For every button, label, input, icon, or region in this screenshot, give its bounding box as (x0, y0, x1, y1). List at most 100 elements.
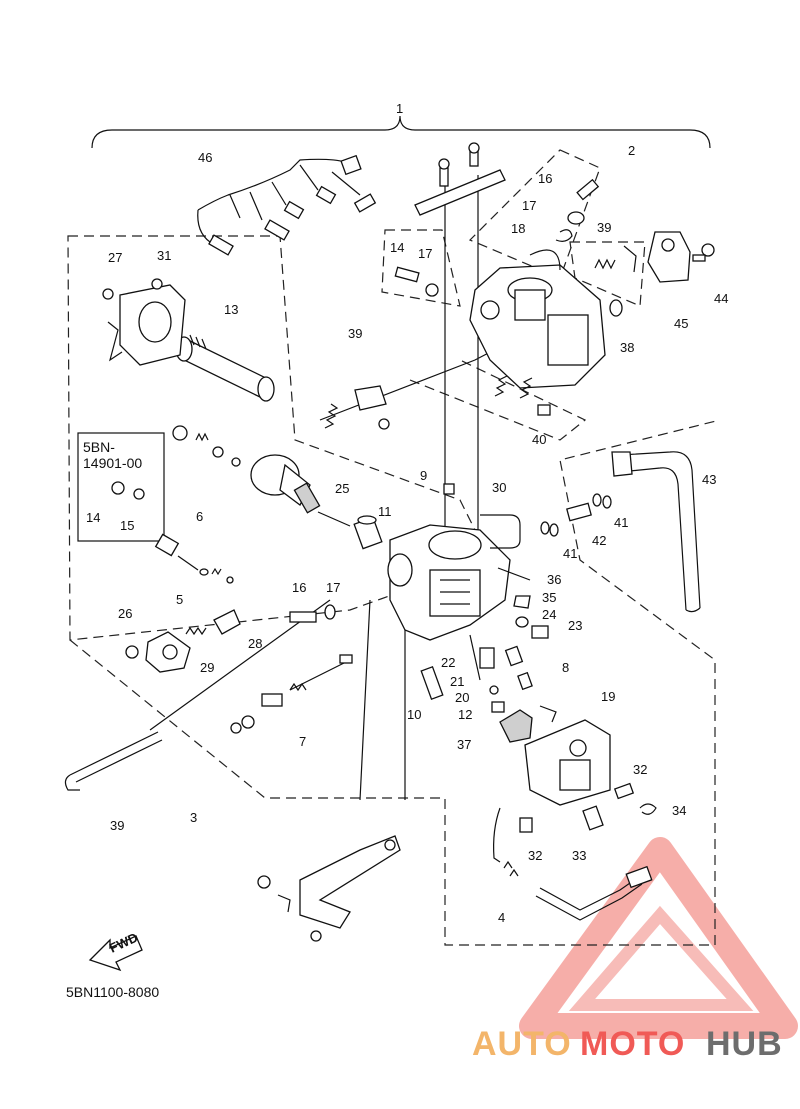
kit-box (77, 432, 165, 542)
needle-5 (154, 533, 234, 584)
callout-22: 22 (441, 655, 455, 670)
cover-19 (524, 719, 611, 806)
callout-34: 34 (672, 803, 686, 818)
intake-13 (175, 334, 275, 402)
leader-lines (149, 175, 591, 801)
oring-38 (609, 299, 623, 317)
callout-5: 5 (176, 592, 183, 607)
svg-text:AUTO: AUTO (472, 1025, 572, 1063)
watermark-text: AUTO MOTO HUB (472, 1025, 783, 1063)
callout-6: 6 (196, 509, 203, 524)
cover-31 (102, 278, 186, 366)
callout-12: 12 (458, 707, 472, 722)
callout-16b: 16 (292, 580, 306, 595)
group-14-17-boundary (381, 229, 461, 307)
rod-39 (64, 731, 163, 791)
washer-15-kit (133, 488, 145, 500)
callout-11: 11 (378, 504, 392, 519)
callout-26: 26 (118, 606, 132, 621)
main-carburetor (387, 524, 511, 641)
callout-4: 4 (498, 910, 505, 925)
screw-9 (443, 483, 455, 495)
callout-21: 21 (450, 674, 464, 689)
fittings-41-42 (540, 493, 612, 537)
jet-16-upper (555, 178, 600, 242)
fwd-arrow-icon (88, 935, 143, 972)
callout-44: 44 (714, 291, 728, 306)
callout-32b: 32 (528, 848, 542, 863)
callout-20: 20 (455, 690, 469, 705)
main-bottom-boundary (69, 419, 721, 946)
callout-31: 31 (157, 248, 171, 263)
jet-10 (420, 666, 444, 700)
callout-3: 3 (190, 810, 197, 825)
callout-17c: 17 (326, 580, 340, 595)
hose-30 (480, 514, 521, 549)
throttle-rod-4 (503, 860, 653, 921)
kit-box-line2: 14901-00 (83, 455, 142, 471)
callout-1: 1 (396, 101, 403, 116)
hose-43 (611, 451, 701, 613)
cap-37 (499, 709, 533, 743)
callout-15-kit: 15 (120, 518, 134, 533)
wiring-harness (197, 154, 377, 256)
callout-35: 35 (542, 590, 556, 605)
svg-text:HUB: HUB (706, 1025, 783, 1063)
springs-40 (494, 375, 551, 416)
callout-9: 9 (420, 468, 427, 483)
jets-8-22 (479, 645, 533, 713)
callout-25: 25 (335, 481, 349, 496)
callout-8: 8 (562, 660, 569, 675)
callout-33: 33 (572, 848, 586, 863)
screws-32-34 (493, 782, 657, 863)
top-bracket (414, 142, 506, 216)
callout-2: 2 (628, 143, 635, 158)
group-39-boundary (569, 241, 646, 307)
callout-17b: 17 (418, 246, 432, 261)
callout-28: 28 (248, 636, 262, 651)
callout-labels: 1 2 46 16 17 18 39 14 17 27 31 44 13 45 … (108, 101, 728, 925)
callout-7: 7 (299, 734, 306, 749)
callout-17a: 17 (522, 198, 536, 213)
callout-14-kit: 14 (86, 510, 100, 525)
jet-14-left (394, 266, 439, 297)
jet-16-lower (289, 604, 336, 623)
callout-10: 10 (407, 707, 421, 722)
callout-40: 40 (532, 432, 546, 447)
screw-14-kit (111, 481, 125, 495)
bracket-45 (647, 231, 715, 283)
callout-39c: 39 (110, 818, 124, 833)
callout-45: 45 (674, 316, 688, 331)
callout-41b: 41 (563, 546, 577, 561)
assembly-brace (91, 115, 711, 149)
spring-39-upper (594, 245, 637, 273)
callout-30: 30 (492, 480, 506, 495)
svg-text:MOTO: MOTO (580, 1025, 685, 1063)
callout-19: 19 (601, 689, 615, 704)
upper-carburetor (469, 249, 606, 389)
callout-39a: 39 (597, 220, 611, 235)
sleeve-11 (353, 515, 383, 550)
cover-26-28-29 (125, 609, 241, 673)
callout-29: 29 (200, 660, 214, 675)
diaphragm-25 (250, 454, 351, 527)
callout-14a: 14 (390, 240, 404, 255)
callout-43: 43 (702, 472, 716, 487)
callout-41a: 41 (614, 515, 628, 530)
callout-42: 42 (592, 533, 606, 548)
shaft-7 (230, 654, 353, 734)
callout-37: 37 (457, 737, 471, 752)
callout-36: 36 (547, 572, 561, 587)
callout-18: 18 (511, 221, 525, 236)
link-39-middle (324, 385, 390, 430)
lower-bracket (257, 835, 401, 942)
washers-6 (172, 425, 241, 467)
callout-24: 24 (542, 607, 556, 622)
callout-32a: 32 (633, 762, 647, 777)
callout-27: 27 (108, 250, 122, 265)
callout-46: 46 (198, 150, 212, 165)
watermark-logo (519, 837, 798, 1039)
callout-13: 13 (224, 302, 238, 317)
kit-box-line1: 5BN- (83, 439, 115, 455)
